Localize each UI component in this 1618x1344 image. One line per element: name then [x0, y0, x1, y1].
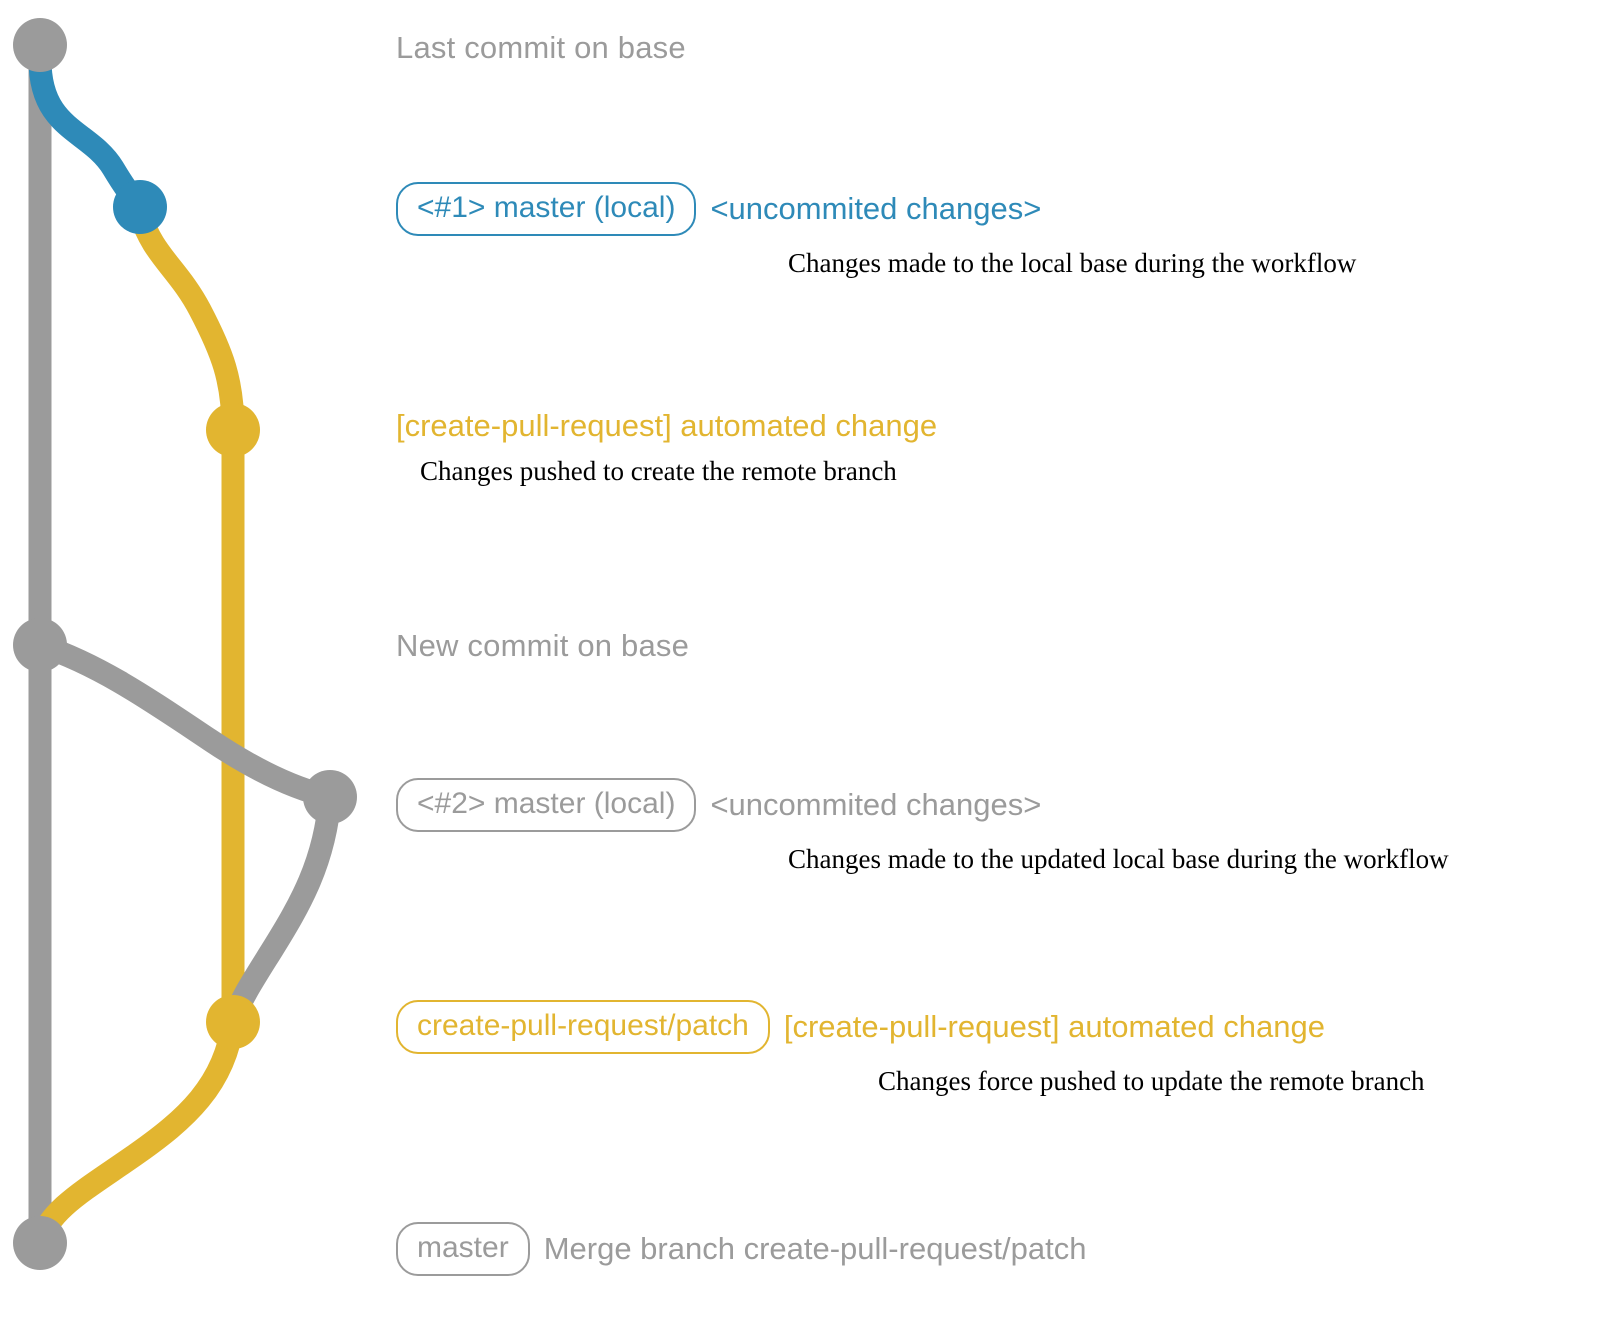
- ref-badge-create-pull-request-patch[interactable]: create-pull-request/patch: [396, 1000, 770, 1054]
- headline-local-change-1: <#1> master (local) <uncommited changes>: [396, 182, 1356, 236]
- merge-line: [28, 1010, 245, 1255]
- description-automated-change-2: Changes force pushed to update the remot…: [878, 1066, 1425, 1096]
- commit-subject-local-change-2: <uncommited changes>: [710, 787, 1042, 822]
- last-commit-title: Last commit on base: [396, 30, 686, 65]
- commit-node-merge-commit[interactable]: [13, 1216, 67, 1270]
- commit-subject-local-change-1: <uncommited changes>: [710, 191, 1042, 226]
- commit-node-remote-patch-1[interactable]: [206, 403, 260, 457]
- description-local-change-1: Changes made to the local base during th…: [788, 248, 1357, 278]
- annotation-local-change-2: <#2> master (local) <uncommited changes>…: [396, 778, 1449, 875]
- commit-node-remote-patch-2[interactable]: [206, 995, 260, 1049]
- description-local-change-2: Changes made to the updated local base d…: [788, 844, 1449, 874]
- headline-new-commit: New commit on base: [396, 628, 689, 664]
- commit-node-local-commit-1[interactable]: [113, 180, 167, 234]
- git-graph: [13, 18, 357, 1270]
- headline-local-change-2: <#2> master (local) <uncommited changes>: [396, 778, 1449, 832]
- headline-automated-change-2: create-pull-request/patch [create-pull-r…: [396, 1000, 1425, 1054]
- headline-merge-commit: master Merge branch create-pull-request/…: [396, 1222, 1086, 1276]
- remote-branch-line-1: [128, 201, 245, 442]
- annotation-new-commit: New commit on base: [396, 628, 689, 664]
- commit-subject-merge: Merge branch create-pull-request/patch: [543, 1231, 1087, 1266]
- commit-node-new-commit-on-base[interactable]: [13, 618, 67, 672]
- annotation-local-change-1: <#1> master (local) <uncommited changes>…: [396, 182, 1356, 279]
- local-branch-line-2: [28, 633, 342, 809]
- headline-automated-change-1: [create-pull-request] automated change: [396, 408, 937, 444]
- headline-last-commit: Last commit on base: [396, 30, 686, 66]
- description-automated-change-1: Changes pushed to create the remote bran…: [420, 456, 897, 486]
- commit-subject-automated-change-1: [create-pull-request] automated change: [396, 408, 938, 443]
- commit-subject-automated-change-2: [create-pull-request] automated change: [783, 1009, 1325, 1044]
- annotation-merge-commit: master Merge branch create-pull-request/…: [396, 1222, 1086, 1276]
- new-commit-title: New commit on base: [396, 628, 690, 663]
- ref-badge-master-local-2[interactable]: <#2> master (local): [396, 778, 697, 832]
- annotation-last-commit: Last commit on base: [396, 30, 686, 66]
- annotation-automated-change-2: create-pull-request/patch [create-pull-r…: [396, 1000, 1425, 1097]
- ref-badge-master[interactable]: master: [396, 1222, 530, 1276]
- commit-node-last-commit-on-base[interactable]: [13, 18, 67, 72]
- annotation-automated-change-1: [create-pull-request] automated change C…: [396, 408, 937, 487]
- ref-badge-master-local-1[interactable]: <#1> master (local): [396, 182, 697, 236]
- commit-node-local-commit-2[interactable]: [303, 770, 357, 824]
